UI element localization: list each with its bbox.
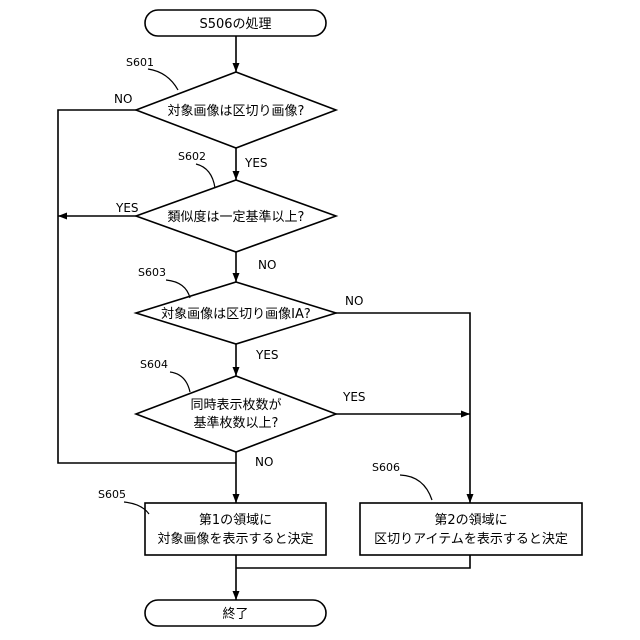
end-label: 終了 <box>222 606 248 622</box>
process-s605: 第1の領域に 対象画像を表示すると決定 S605 <box>98 488 326 555</box>
process-s605-line-1: 第1の領域に <box>199 512 272 528</box>
process-s606-line-1: 第2の領域に <box>434 512 507 528</box>
leader-s606 <box>400 475 432 500</box>
step-s602: S602 <box>178 150 206 163</box>
process-s606: 第2の領域に 区切りアイテムを表示すると決定 S606 <box>360 461 582 555</box>
label-s603-yes: YES <box>255 348 279 362</box>
decision-s601-text: 対象画像は区切り画像? <box>168 104 305 119</box>
label-s602-yes: YES <box>115 201 139 215</box>
leader-s601 <box>148 69 178 90</box>
end-terminal: 終了 <box>145 600 326 626</box>
edge-s606-to-merge <box>236 555 470 568</box>
label-s601-yes: YES <box>244 156 268 170</box>
leader-s604 <box>170 372 190 392</box>
label-s604-yes: YES <box>342 390 366 404</box>
step-s605: S605 <box>98 488 126 501</box>
decision-s602-text: 類似度は一定基準以上? <box>168 209 305 225</box>
step-s606: S606 <box>372 461 400 474</box>
process-s605-line-2: 対象画像を表示すると決定 <box>157 532 313 547</box>
step-s603: S603 <box>138 266 166 279</box>
step-s604: S604 <box>140 358 168 371</box>
decision-s604-line-1: 同時表示枚数が <box>190 398 281 413</box>
edge-s603-no <box>336 313 470 503</box>
start-label: S506の処理 <box>199 17 271 32</box>
process-s606-line-2: 区切りアイテムを表示すると決定 <box>374 532 568 547</box>
leader-s603 <box>166 280 190 298</box>
decision-s601: 対象画像は区切り画像? S601 <box>126 56 336 148</box>
step-s601: S601 <box>126 56 154 69</box>
decision-s603-text: 対象画像は区切り画像IA? <box>161 307 311 322</box>
label-s602-no: NO <box>258 258 276 272</box>
decision-s604-line-2: 基準枚数以上? <box>194 415 279 431</box>
label-s603-no: NO <box>345 294 363 308</box>
leader-s602 <box>196 164 215 188</box>
label-s601-no: NO <box>114 92 132 106</box>
label-s604-no: NO <box>255 455 273 469</box>
start-terminal: S506の処理 <box>145 10 326 36</box>
